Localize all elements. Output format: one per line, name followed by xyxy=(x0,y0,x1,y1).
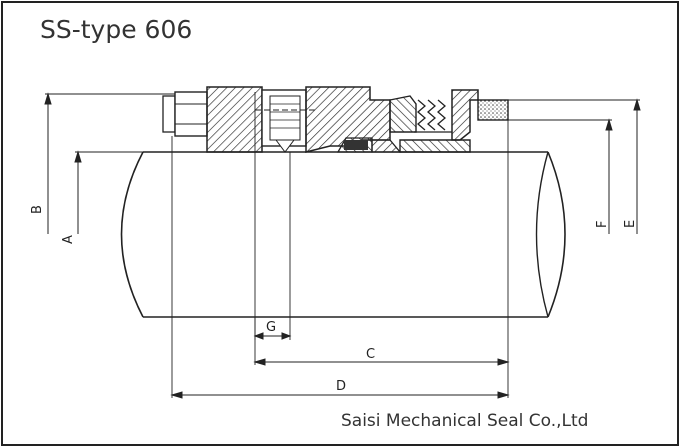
dim-label-f: F xyxy=(595,221,610,228)
shaft xyxy=(120,151,566,318)
o-ring-fill xyxy=(344,140,368,150)
seal-face xyxy=(477,99,509,121)
secondary-seal xyxy=(371,139,402,153)
drive-collar xyxy=(206,86,263,153)
spring-retainer-left xyxy=(389,95,417,133)
dim-label-a: A xyxy=(61,235,76,244)
face-holder xyxy=(451,89,479,141)
dim-label-e: E xyxy=(623,220,638,228)
company-name: Saisi Mechanical Seal Co.,Ltd xyxy=(341,411,588,431)
set-screw-head xyxy=(162,91,208,137)
screw-hole xyxy=(261,89,307,153)
dim-label-d: D xyxy=(336,379,346,394)
extension-lines xyxy=(45,92,640,398)
seal-assembly xyxy=(162,86,509,153)
dim-label-b: B xyxy=(30,205,45,214)
lower-ring xyxy=(399,139,471,153)
dimension-lines xyxy=(44,92,641,399)
dim-label-c: C xyxy=(366,347,375,362)
drawing-title: SS-type 606 xyxy=(40,15,192,44)
spring xyxy=(414,99,452,133)
dim-label-g: G xyxy=(266,320,276,335)
